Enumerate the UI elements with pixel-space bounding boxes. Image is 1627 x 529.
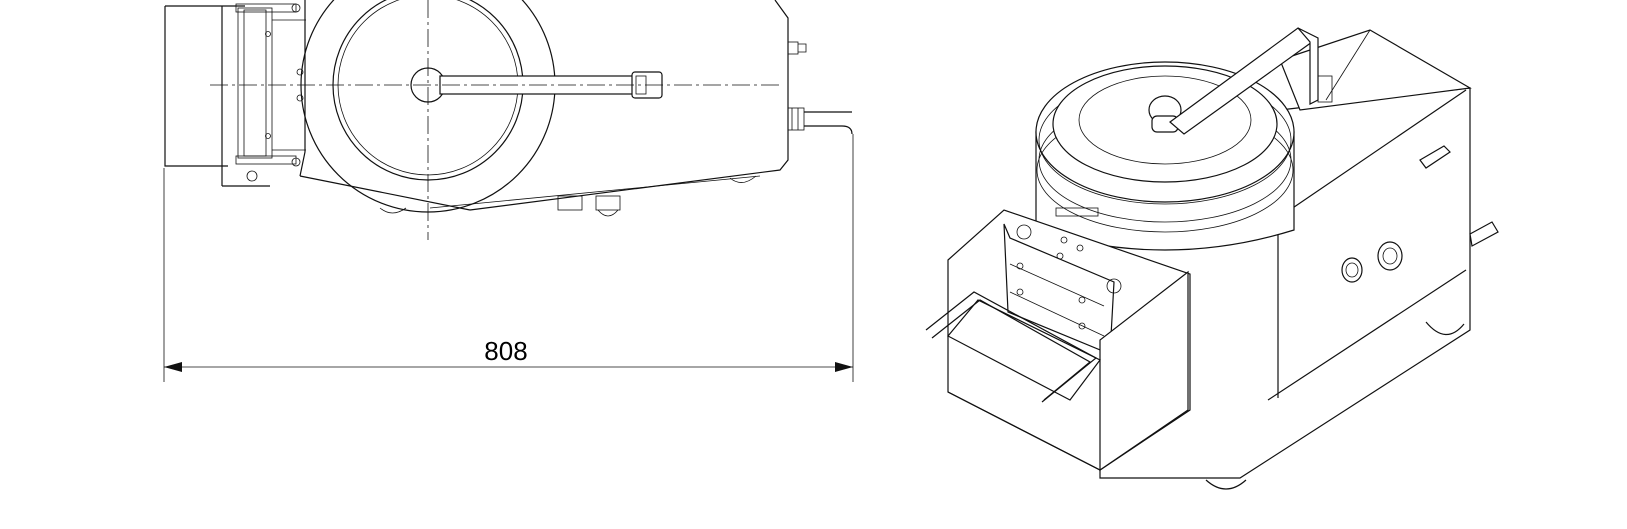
side-connectors <box>787 41 853 135</box>
drum-iso <box>1035 61 1295 251</box>
top-view: 808 <box>163 0 854 382</box>
chute-frame <box>164 3 306 187</box>
dimension-label: 808 <box>484 336 527 366</box>
feet-iso <box>1205 321 1465 490</box>
feet <box>379 175 757 217</box>
side-fittings-iso <box>1341 145 1499 283</box>
housing-outline <box>299 0 789 211</box>
chute-iso <box>925 209 1191 472</box>
lid-handle-iso <box>1169 27 1333 135</box>
isometric-view <box>925 27 1499 490</box>
dimension-808: 808 <box>163 134 854 382</box>
